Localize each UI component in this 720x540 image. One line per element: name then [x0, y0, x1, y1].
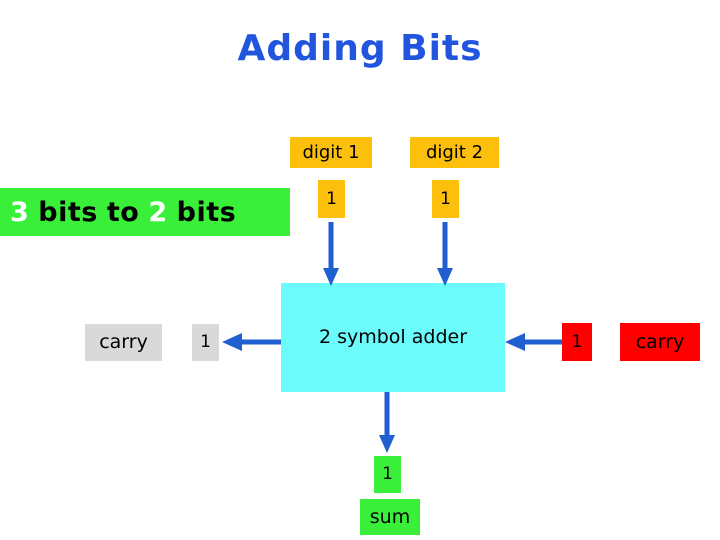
arrow-digit2-to-adder	[437, 222, 453, 286]
sum-label: sum	[360, 499, 420, 535]
page-title: Adding Bits	[237, 28, 483, 69]
carry-out-value: 1	[192, 324, 219, 361]
banner-part-to: to	[106, 196, 140, 228]
sum-value: 1	[374, 456, 401, 493]
arrow-carry-right-to-adder	[505, 333, 562, 351]
carry-in-label: carry	[620, 323, 700, 361]
carry-in-value: 1	[562, 323, 592, 361]
arrow-adder-to-sum	[379, 392, 395, 453]
banner-part-bits: bits	[38, 196, 98, 228]
bits-conversion-banner: 3 bits to 2 bits	[0, 188, 290, 236]
carry-out-label: carry	[85, 324, 162, 361]
banner-part-2: 2	[148, 196, 168, 228]
arrow-adder-to-carry-left	[222, 333, 281, 351]
banner-part-3: 3	[10, 196, 30, 228]
arrow-digit1-to-adder	[323, 222, 339, 286]
adder-block: 2 symbol adder	[281, 283, 505, 392]
digit-2-value: 1	[432, 180, 459, 218]
digit-1-label: digit 1	[290, 137, 372, 168]
digit-1-value: 1	[318, 180, 345, 218]
digit-2-label: digit 2	[410, 137, 499, 168]
banner-part-bits-2: bits	[176, 196, 237, 228]
